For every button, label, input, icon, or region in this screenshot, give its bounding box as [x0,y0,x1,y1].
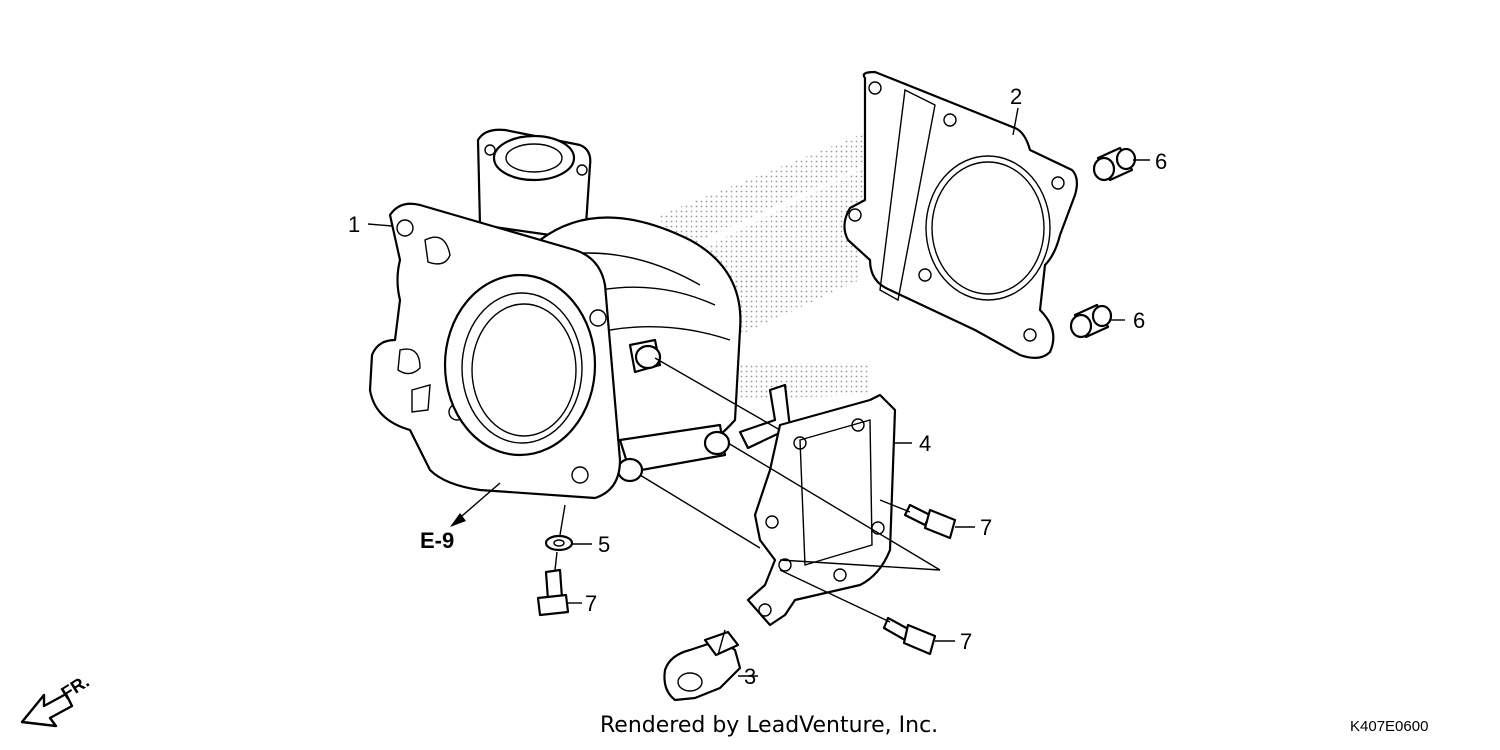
callout-2[interactable]: 2 [1010,84,1022,109]
callout-7-left[interactable]: 7 [585,591,597,616]
leader-lines [367,107,1150,677]
dowel-pin-upper[interactable] [1092,146,1137,182]
callout-7-middle[interactable]: 7 [980,515,992,540]
cylinder-part[interactable] [368,128,742,500]
reference-e9[interactable]: E-9 [420,528,454,553]
callout-5[interactable]: 5 [598,532,610,557]
dowel-pin-lower[interactable] [1069,303,1113,339]
callout-3[interactable]: 3 [744,664,756,689]
bracket-part[interactable] [738,383,897,627]
callout-7-lower[interactable]: 7 [960,629,972,654]
reference-arrow [450,482,501,527]
callout-1[interactable]: 1 [348,212,360,237]
callout-6-lower[interactable]: 6 [1133,308,1145,333]
callout-4[interactable]: 4 [919,431,931,456]
clamp-part[interactable] [663,630,742,702]
callout-6-upper[interactable]: 6 [1155,149,1167,174]
front-direction-arrow-icon [20,692,74,728]
credit-text: Rendered by LeadVenture, Inc. [600,713,938,738]
washer-part[interactable] [544,534,574,552]
bolt-part-lower[interactable] [882,616,937,656]
bolt-part-left[interactable] [536,568,570,617]
diagram-code: K407E0600 [1350,718,1428,735]
bolt-part-middle[interactable] [903,503,957,540]
cylinder-gasket-part[interactable] [843,70,1079,359]
